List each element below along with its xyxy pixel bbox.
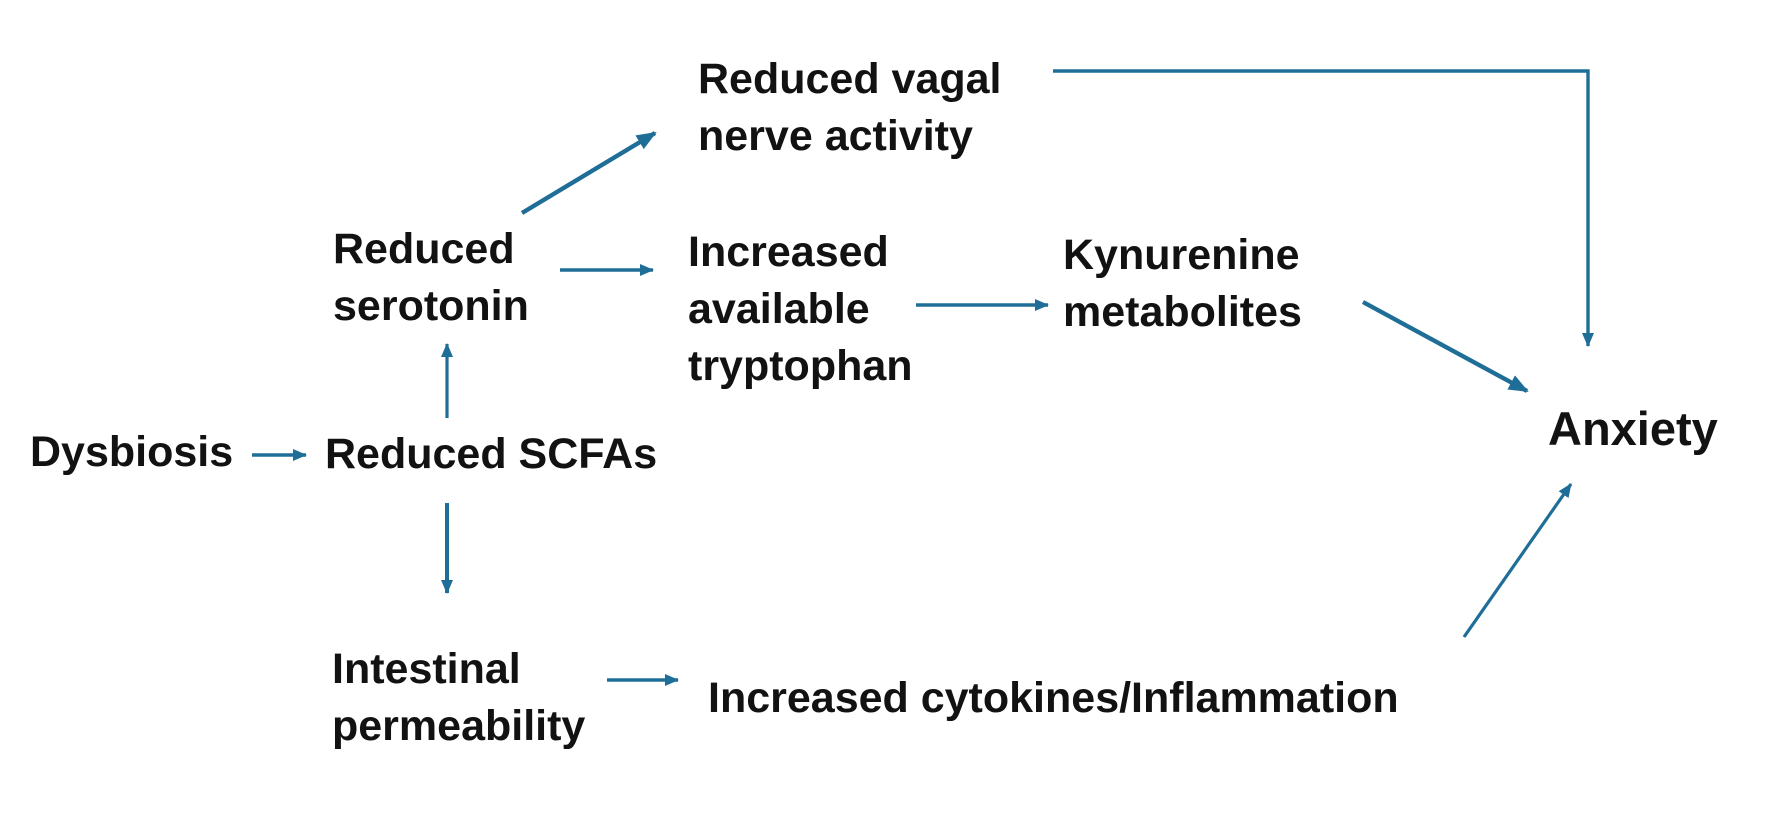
node-anxiety: Anxiety — [1548, 402, 1718, 455]
arrow-reduced-serotonin-to-reduced-vagal — [520, 131, 657, 215]
node-dysbiosis: Dysbiosis — [30, 428, 234, 476]
node-reduced-vagal-nerve-activity: Reduced vagal nerve activity — [698, 55, 1002, 160]
node-reduced-scfas: Reduced SCFAs — [325, 430, 658, 478]
node-kynurenine-metabolites: Kynurenine metabolites — [1063, 231, 1302, 336]
node-increased-cytokines-inflammation: Increased cytokines/Inflammation — [708, 674, 1399, 722]
node-reduced-serotonin: Reduced serotonin — [333, 225, 529, 330]
node-intestinal-permeability: Intestinal permeability — [332, 645, 586, 750]
node-increased-available-tryptophan: Increased available tryptophan — [688, 228, 913, 390]
arrow-kynurenine-to-anxiety — [1361, 300, 1529, 393]
arrow-cytokines-to-anxiety — [1462, 483, 1573, 638]
arrow-reduced-vagal-to-anxiety — [1053, 69, 1594, 347]
